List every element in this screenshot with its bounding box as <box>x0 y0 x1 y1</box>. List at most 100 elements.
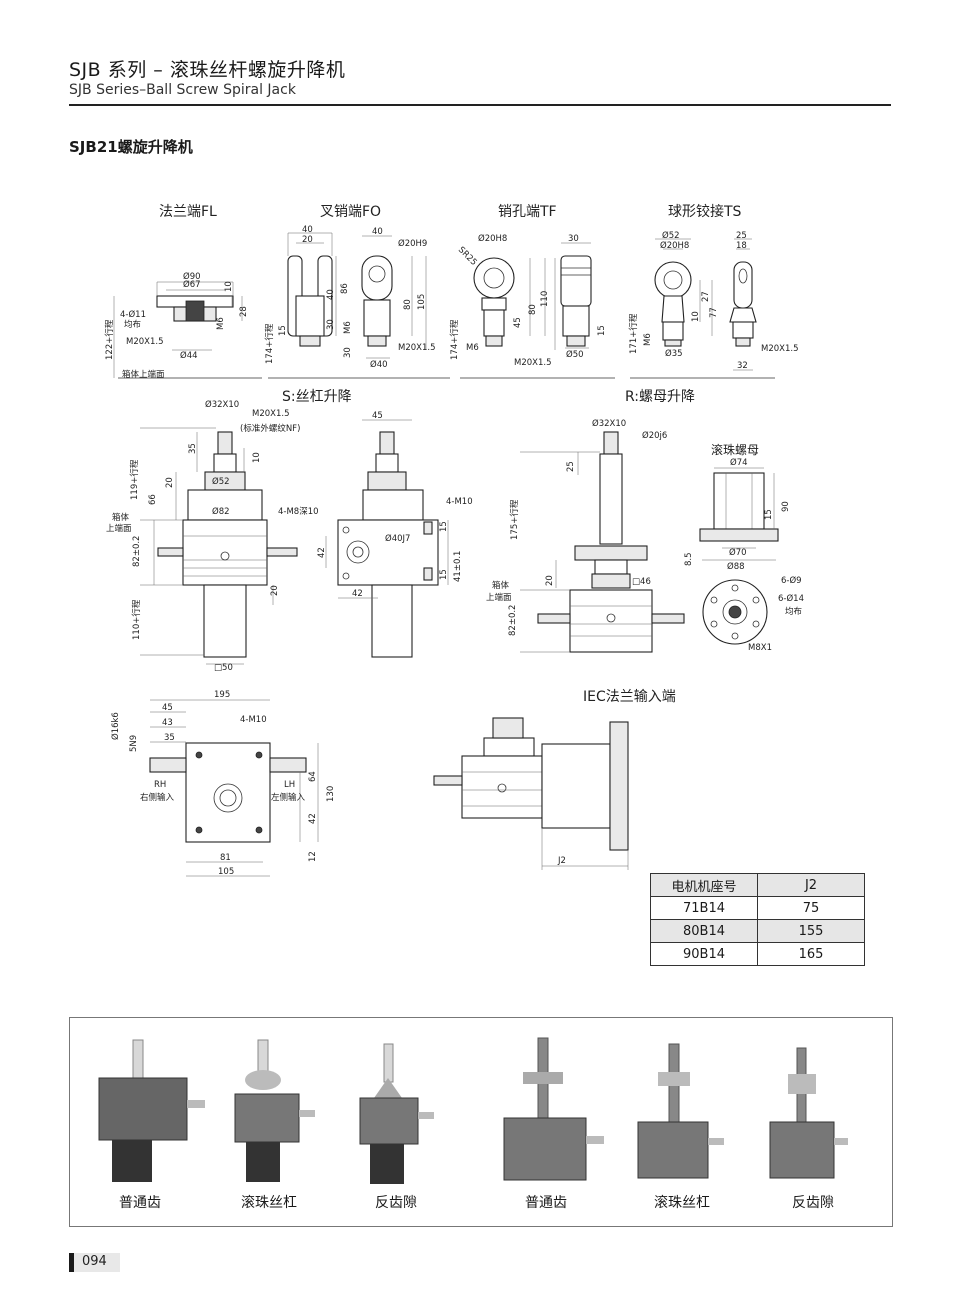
drawing-element <box>699 528 779 542</box>
r-box-label: 箱体 <box>492 580 510 591</box>
drawing-element <box>658 1072 690 1086</box>
s-dim-42a: 42 <box>317 547 327 558</box>
ts-dim-m20: M20X1.5 <box>761 344 799 354</box>
model-title: SJB21螺旋升降机 <box>69 138 193 156</box>
s-dim-45: 45 <box>372 411 383 421</box>
nut-dim-h9: 6-Ø9 <box>781 575 802 586</box>
ts-dim-77: 77 <box>709 307 719 318</box>
drawing-element <box>731 632 739 640</box>
drawing-element <box>295 295 325 337</box>
fo-dim-20: 20 <box>302 235 313 245</box>
ts-end-drawing: Ø52 Ø20H8 10 27 77 171+行程 M6 Ø35 25 18 3… <box>628 230 799 379</box>
tf-dim-15: 15 <box>597 325 607 336</box>
top-rh: RH <box>154 780 166 790</box>
drawing-element <box>728 605 742 619</box>
s-dim-15a: 15 <box>439 521 449 532</box>
drawing-element <box>710 596 718 604</box>
r-dim-25: 25 <box>566 461 576 472</box>
ts-dim-d35: Ø35 <box>665 348 683 359</box>
tf-dim-45: 45 <box>513 317 523 328</box>
drawing-element <box>722 599 748 625</box>
tf-dim-stroke: 174+行程 <box>449 319 460 360</box>
drawing-element <box>483 309 505 337</box>
s-dim-119: 119+行程 <box>129 459 140 500</box>
s-dim-20: 20 <box>165 477 175 488</box>
product-photo-box <box>69 1017 893 1227</box>
s-dim-m8: 4-M8深10 <box>278 507 319 517</box>
table-header-j2: J2 <box>757 873 865 897</box>
fl-dim-m6: M6 <box>216 317 226 330</box>
drawing-element <box>299 335 321 347</box>
drawing-element <box>246 1142 280 1182</box>
drawing-element <box>473 257 515 299</box>
r-lift-drawing: Ø32X10 Ø20j6 25 175+行程 20 □46 箱体 上端面 82±… <box>486 418 685 653</box>
photo-caption-1: 普通齿 <box>119 1195 161 1211</box>
s-dim-15b: 15 <box>439 569 449 580</box>
drawing-element <box>132 1039 144 1081</box>
series-title-zh: SJB 系列 – 滚珠丝杆螺旋升降机 <box>69 59 346 81</box>
drawing-element <box>362 489 424 521</box>
page-number: 094 <box>82 1254 107 1269</box>
s-top-label: 上端面 <box>106 523 132 534</box>
fl-dim-d67: Ø67 <box>183 279 201 290</box>
s-dim-41: 41±0.1 <box>453 551 463 582</box>
drawing-element: 90B14 <box>650 942 758 966</box>
drawing-element: 71B14 <box>650 896 758 920</box>
top-dim-35: 35 <box>164 733 175 743</box>
drawing-element <box>603 431 619 455</box>
drawing-element <box>599 453 623 545</box>
photo-jack-6 <box>769 1047 848 1179</box>
nut-dim-even: 均布 <box>785 606 802 617</box>
fl-dim-d11: 4-Ø11 <box>120 309 146 320</box>
drawing-element <box>185 300 205 322</box>
ball-nut-label: 滚珠螺母 <box>711 443 760 457</box>
drawing-element <box>606 613 616 623</box>
drawing-element <box>374 1078 402 1098</box>
drawing-element <box>668 1043 680 1135</box>
tf-dim-d50: Ø50 <box>566 349 584 360</box>
drawing-element <box>586 1136 604 1144</box>
photo-jack-3 <box>359 1043 434 1184</box>
r-dim-20j6: Ø20j6 <box>642 430 667 441</box>
page-number-bar <box>69 1253 74 1272</box>
s-dim-110: 110+行程 <box>131 599 142 640</box>
drawing-element <box>157 547 184 557</box>
fo-dim-30b: 30 <box>343 347 353 358</box>
tf-dim-80: 80 <box>528 304 538 315</box>
nut-dim-m8: M8X1 <box>748 643 772 653</box>
r-dim-32x10: Ø32X10 <box>592 418 626 429</box>
drawing-element <box>112 1140 152 1182</box>
drawing-element <box>213 783 243 813</box>
drawing-element <box>363 299 391 337</box>
ts-dim-stroke: 171+行程 <box>628 313 639 354</box>
drawing-element <box>609 721 629 851</box>
fl-dim-10: 10 <box>224 281 234 292</box>
drawing-element <box>661 295 685 323</box>
drawing-element <box>834 1138 848 1145</box>
tf-dim-h8: Ø20H8 <box>478 233 507 244</box>
drawing-element <box>266 547 298 557</box>
drawing-element <box>367 471 407 491</box>
s-dim-m20: M20X1.5 <box>252 409 290 419</box>
drawing-element <box>492 717 524 739</box>
tf-dim-110: 110 <box>540 291 550 307</box>
top-dim-16k6: Ø16k6 <box>110 712 121 740</box>
drawing-element <box>569 589 653 653</box>
drawing-element <box>735 337 751 347</box>
drawing-element <box>342 526 350 534</box>
top-lh-zh: 左侧输入 <box>271 792 306 803</box>
iec-flange-drawing: J2 <box>433 717 629 870</box>
drawing-element <box>346 540 370 564</box>
top-dim-130: 130 <box>326 786 336 802</box>
drawing-element <box>594 559 628 575</box>
drawing-element <box>255 826 263 834</box>
drawing-element <box>654 261 692 299</box>
drawing-element <box>337 519 439 586</box>
fo-dim-80: 80 <box>403 299 413 310</box>
top-dim-45: 45 <box>162 703 173 713</box>
drawing-element <box>367 335 387 347</box>
ts-dim-m6: M6 <box>643 333 653 346</box>
s-dim-note: (标准外螺纹NF) <box>240 423 300 434</box>
fl-dim-d90: Ø90 <box>183 271 201 282</box>
drawing-element <box>663 270 683 290</box>
